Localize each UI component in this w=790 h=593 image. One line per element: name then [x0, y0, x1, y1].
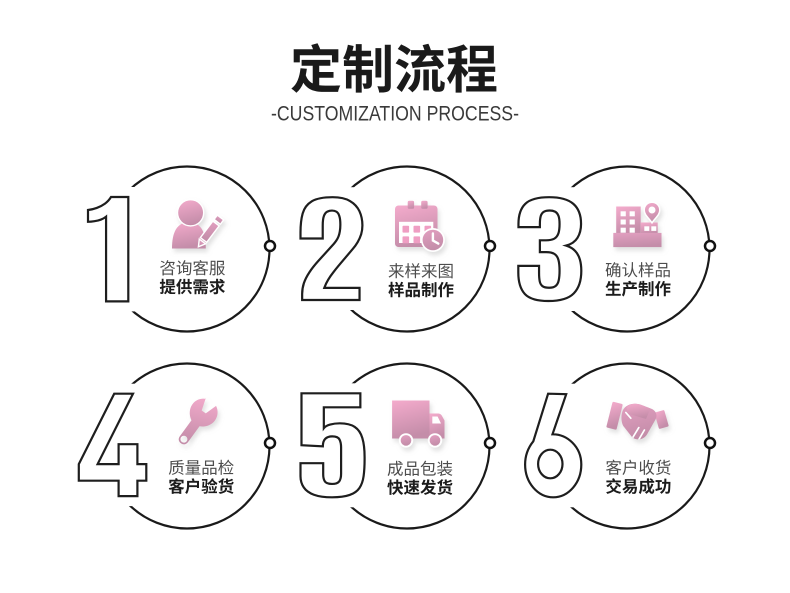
- svg-text:-CUSTOMIZATION PROCESS-: -CUSTOMIZATION PROCESS-: [271, 102, 519, 126]
